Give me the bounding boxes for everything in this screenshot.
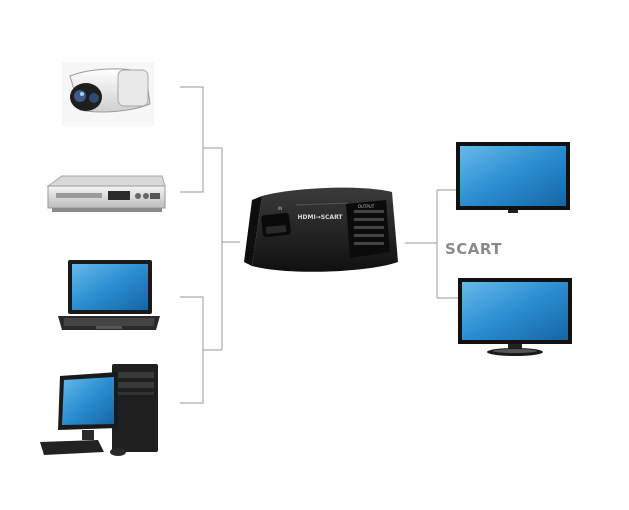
converter-port-right-text: OUTPUT [358, 204, 375, 209]
scart-output-label: SCART [445, 240, 503, 258]
laptop-image [58, 260, 160, 330]
converter-port-left-text: IN [278, 206, 282, 211]
connector-camera [180, 86, 204, 148]
left-connector-lines [180, 86, 240, 404]
desktop-computer-image [40, 364, 158, 456]
right-connector-lines [405, 189, 458, 299]
connector-desktop [180, 350, 204, 404]
security-camera-image [62, 62, 154, 126]
connector-laptop [180, 296, 204, 350]
connector-dvd [180, 148, 204, 193]
tv-screen-top-image [456, 142, 570, 213]
converter-panel-text: HDMI→SCART [297, 214, 343, 221]
tv-screen-bottom-image [458, 278, 572, 356]
hdmi-scart-converter [244, 187, 398, 272]
dvd-player-image [46, 175, 166, 212]
